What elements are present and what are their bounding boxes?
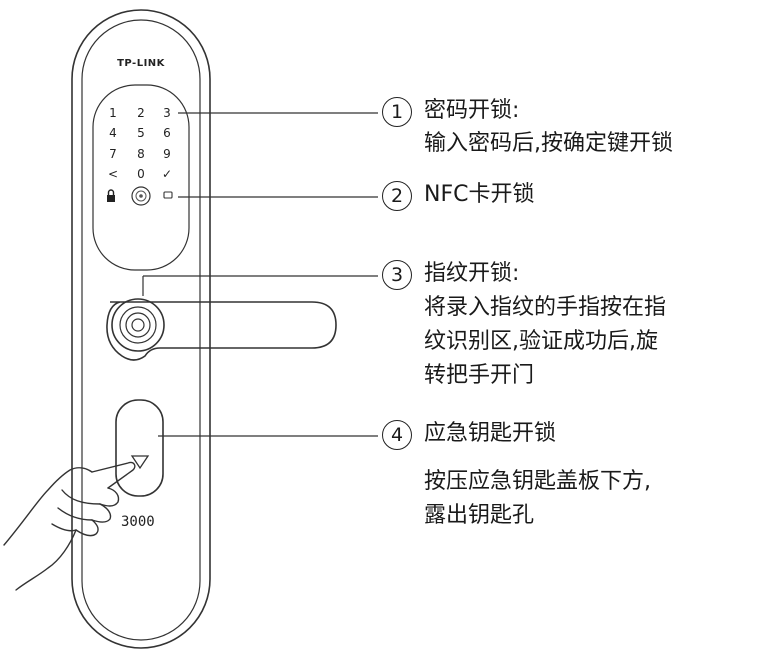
- callout-number-1: 1: [382, 97, 412, 127]
- keypad-key[interactable]: 4: [109, 126, 117, 140]
- keypad: 1 2 3 4 5 6 7 8 9 <0 ✓: [108, 106, 172, 181]
- callout-desc-password: 输入密码后,按确定键开锁: [424, 131, 673, 156]
- keypad-key[interactable]: 8: [137, 147, 145, 161]
- keypad-key[interactable]: 9: [163, 147, 171, 161]
- handle[interactable]: [106, 298, 337, 361]
- brand-logo: TP-LINK: [117, 58, 166, 69]
- callout-desc-emergency-key-2: 露出钥匙孔: [424, 503, 535, 528]
- callout-desc-fingerprint-1: 将录入指纹的手指按在指: [424, 295, 667, 320]
- fingerprint-sensor[interactable]: [111, 298, 165, 352]
- keypad-key[interactable]: 0: [137, 167, 145, 181]
- callout-title-password: 密码开锁:: [424, 98, 520, 123]
- keypad-key[interactable]: 7: [109, 147, 117, 161]
- keypad-key[interactable]: ✓: [162, 167, 172, 181]
- callout-number-4: 4: [382, 420, 412, 450]
- nfc-doorbell-button[interactable]: [131, 186, 151, 206]
- keypad-key[interactable]: 6: [163, 126, 171, 140]
- callout-title-fingerprint: 指纹开锁:: [424, 261, 520, 286]
- emergency-key-cover[interactable]: [115, 399, 164, 497]
- card-icon: [163, 191, 173, 199]
- callout-number-3: 3: [382, 260, 412, 290]
- lock-icon: [107, 189, 115, 202]
- callout-desc-fingerprint-2: 纹识别区,验证成功后,旋: [424, 329, 658, 354]
- keypad-key[interactable]: 1: [109, 106, 117, 120]
- callout-title-emergency-key: 应急钥匙开锁: [424, 421, 557, 446]
- callout-number-2: 2: [382, 181, 412, 211]
- keypad-key[interactable]: 2: [137, 106, 145, 120]
- keypad-panel: [92, 84, 190, 271]
- lock-body-outer: [71, 9, 211, 649]
- keypad-key[interactable]: <: [108, 167, 118, 181]
- callout-desc-fingerprint-3: 转把手开门: [424, 363, 535, 388]
- callout-desc-emergency-key-1: 按压应急钥匙盖板下方,: [424, 469, 651, 494]
- model-label: 3000: [121, 514, 155, 530]
- lock-body-inner: [81, 19, 201, 641]
- keypad-key[interactable]: 3: [163, 106, 171, 120]
- callout-title-nfc: NFC卡开锁: [424, 182, 535, 207]
- keypad-key[interactable]: 5: [137, 126, 145, 140]
- hand-illustration: [3, 461, 136, 591]
- press-arrow-icon: [130, 455, 150, 470]
